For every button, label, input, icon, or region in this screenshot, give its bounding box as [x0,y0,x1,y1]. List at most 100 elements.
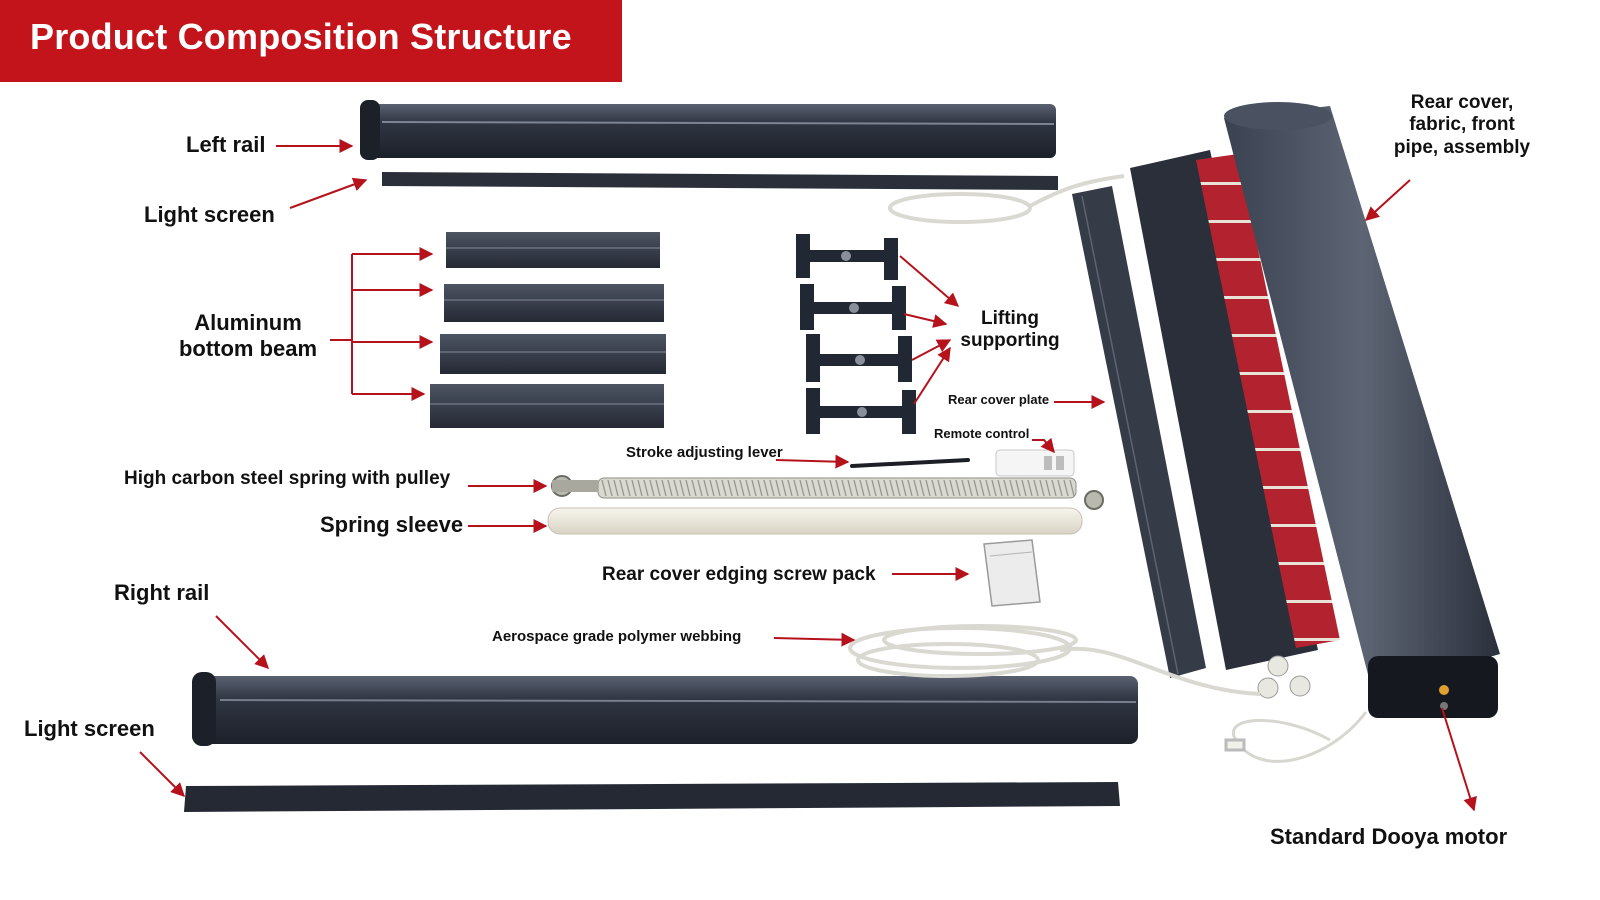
spring-coil [811,479,817,497]
bottom-beam-4 [430,384,664,428]
rear-cover-plate-part [1072,186,1206,678]
spring-coil [643,479,649,497]
arrow-lifting-4 [913,346,951,405]
spring-with-pulley-part [551,475,1104,510]
spring-coil [913,479,919,497]
screw-pack-part [983,539,1041,607]
spring-coil [721,479,727,497]
arrow-light-screen-bottom [139,751,185,797]
remote-control-part [995,449,1075,477]
spring-coil [973,479,979,497]
spring-coil [751,479,757,497]
left-rail-part [360,100,1056,160]
spring-coil [649,479,655,497]
spring-coil [745,479,751,497]
spring-coil [703,479,709,497]
spring-coil [799,479,805,497]
arrow-remote-control [1032,437,1055,454]
spring-coil [691,479,697,497]
spring-coil [607,479,613,497]
bottom-beam-3 [440,334,666,374]
bottom-beam-2 [444,284,664,322]
spring-coil [655,479,661,497]
spring-coil [919,479,925,497]
spring-coil [901,479,907,497]
spring-coil [967,479,973,497]
spring-coil [769,479,775,497]
spring-coil [763,479,769,497]
spring-coil [1021,479,1027,497]
spring-coil [997,479,1003,497]
arrow-lifting-2 [903,313,948,328]
spring-coil [757,479,763,497]
spring-coil [631,479,637,497]
spring-coil [1009,479,1015,497]
spring-coil [823,479,829,497]
arrow-right-rail [215,615,269,669]
spring-coil [613,479,619,497]
label-rear-cover-line2: fabric, front [1409,114,1515,136]
spring-coil [979,479,985,497]
spring-coil [859,479,865,497]
bracket-bottom-beam [330,254,353,394]
spring-coil [715,479,721,497]
label-aluminum-line1: Aluminum [194,310,302,335]
spring-coil [739,479,745,497]
spring-coil [991,479,997,497]
spring-coil [877,479,883,497]
label-lifting-supporting: Lifting supporting [950,308,1070,353]
spring-coil [1003,479,1009,497]
spring-coil [871,479,877,497]
spring-coil [883,479,889,497]
light-screen-bottom-part [184,782,1120,812]
label-left-rail: Left rail [186,132,266,157]
motor-cable-part [1224,711,1368,763]
spring-coil [865,479,871,497]
arrow-lifting-3 [911,339,952,361]
label-rear-cover-line1: Rear cover, [1410,92,1514,113]
spring-coil [985,479,991,497]
spring-coil [673,479,679,497]
label-stroke-adjusting-lever: Stroke adjusting lever [626,444,783,461]
spring-coil [685,479,691,497]
label-lifting-line2: supporting [960,330,1060,352]
spring-coil [1051,479,1057,497]
label-aluminum-bottom-beam: Aluminum bottom beam [168,310,328,362]
spring-coil [895,479,901,497]
spring-coil [781,479,787,497]
label-lifting-line1: Lifting [980,308,1040,329]
spring-coil [679,479,685,497]
label-spring-sleeve: Spring sleeve [320,512,464,537]
spring-coil [949,479,955,497]
spring-coil [853,479,859,497]
label-rear-cover-assembly: Rear cover, fabric, front pipe, assembly [1372,92,1552,159]
spring-coil [625,479,631,497]
spring-coil [937,479,943,497]
label-aluminum-line2: bottom beam [178,335,318,361]
lifting-bracket-4 [806,388,916,434]
spring-coil [1033,479,1039,497]
spring-coil [955,479,961,497]
spring-coil [637,479,643,497]
title-banner: Product Composition Structure [0,0,622,82]
lifting-bracket-2 [800,284,906,330]
spring-coil [709,479,715,497]
spring-coil [787,479,793,497]
spring-coil [829,479,835,497]
spring-coil [1045,479,1051,497]
label-remote-control: Remote control [934,426,1030,441]
spring-coil [601,479,607,497]
spring-coil [661,479,667,497]
spring-coil [775,479,781,497]
label-light-screen-top: Light screen [144,202,275,227]
arrow-motor [1441,707,1477,812]
label-rear-cover-plate: Rear cover plate [948,392,1050,407]
spring-coil [1057,479,1063,497]
spring-coil [793,479,799,497]
spring-sleeve-part [547,507,1083,535]
lifting-bracket-1 [796,234,898,280]
spring-coil [697,479,703,497]
spring-coil [727,479,733,497]
label-motor: Standard Dooya motor [1270,824,1508,849]
